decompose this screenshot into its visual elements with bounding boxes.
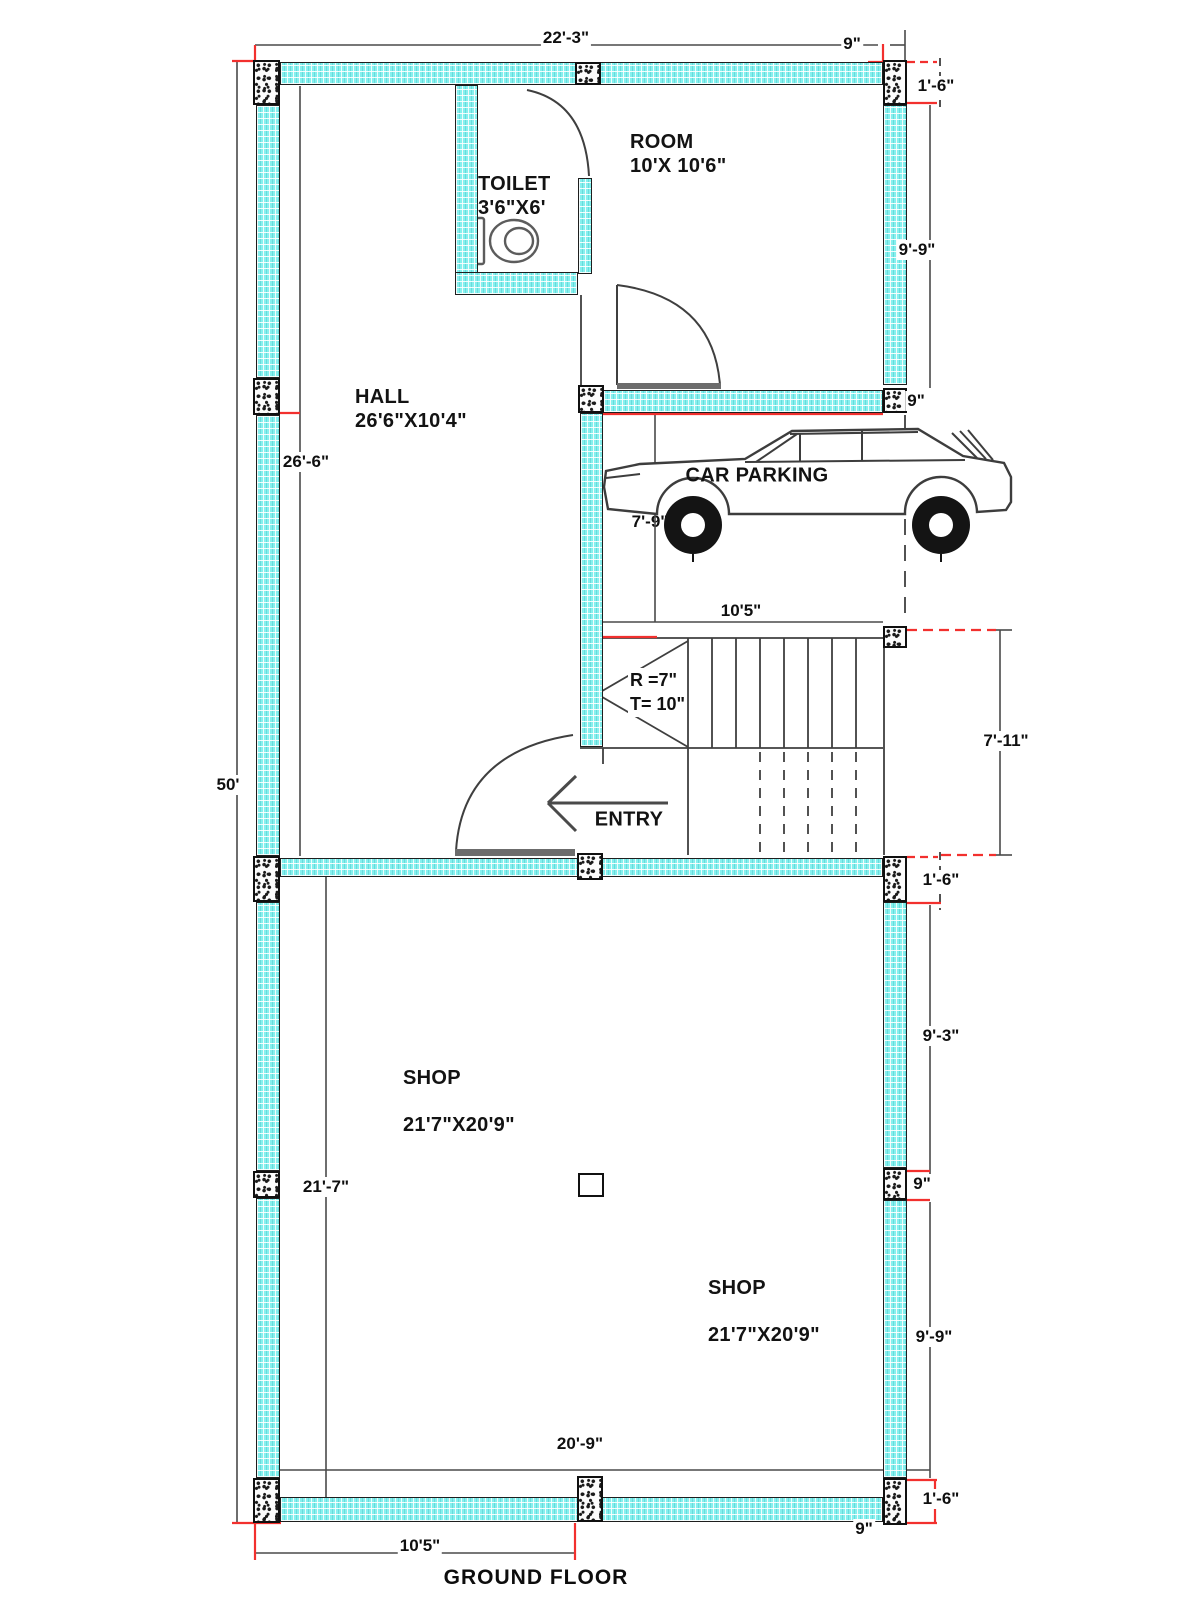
wall-left-hall <box>256 415 280 856</box>
area-label: ENTRY <box>594 808 664 831</box>
room-label: SHOP 21'7"X20'9" <box>708 1265 820 1359</box>
dimension-label: 7'-11" <box>981 731 1031 751</box>
room-name: ROOM <box>630 131 694 153</box>
car-icon <box>602 427 1013 562</box>
room-door-threshold <box>617 383 721 389</box>
shop-center-column <box>578 1173 604 1197</box>
column <box>578 385 604 413</box>
wall-toilet-right <box>578 178 592 274</box>
stair-riser-note: R =7" <box>628 668 680 693</box>
dimension-label: 21'-7" <box>300 1177 352 1197</box>
wall-toilet-left <box>455 85 478 295</box>
dimension-label: 9" <box>905 391 927 411</box>
room-name: TOILET <box>478 173 551 195</box>
dimension-label: 1'-6" <box>915 76 957 96</box>
column <box>883 1168 907 1200</box>
dimension-label: 1'-6" <box>920 870 962 890</box>
column <box>883 388 907 413</box>
column <box>253 378 280 415</box>
room-size: 21'7"X20'9" <box>708 1324 820 1346</box>
column <box>883 856 907 902</box>
wall-left-upper <box>256 105 280 378</box>
dimension-label: 9" <box>841 34 863 54</box>
wall-left-shop-lower <box>256 1198 280 1478</box>
room-size: 10'X 10'6" <box>630 154 727 177</box>
room-name: SHOP <box>708 1277 766 1299</box>
drawing-title: GROUND FLOOR <box>443 1566 629 1589</box>
dimension-label: 7'-9" <box>631 512 669 531</box>
lower-flight-dashed-risers <box>759 752 857 853</box>
wall-room-bottom <box>603 390 883 413</box>
partition-lines <box>580 295 885 855</box>
room-name: HALL <box>355 386 410 408</box>
dimension-label: 9'-9" <box>913 1327 955 1347</box>
dimension-label: 20'-9" <box>554 1434 606 1454</box>
column <box>883 60 907 105</box>
dimension-label: 10'5" <box>397 1536 443 1556</box>
wall-hall-stair-partition <box>580 413 603 747</box>
column <box>253 60 280 105</box>
dimension-label: 10'5" <box>718 601 764 621</box>
room-label: SHOP 21'7"X20'9" <box>403 1055 515 1149</box>
dimension-label: 1'-6" <box>920 1489 962 1509</box>
room-size: 3'6"X6' <box>478 196 546 219</box>
column <box>883 626 907 648</box>
room-size: 21'7"X20'9" <box>403 1114 515 1136</box>
column <box>253 856 280 902</box>
column <box>575 62 601 85</box>
entry-door-threshold <box>455 849 575 856</box>
stair-tread-note: T= 10" <box>628 692 688 717</box>
column <box>577 1476 603 1522</box>
dimension-label: 26'-6" <box>280 452 332 472</box>
red-dimension-accents <box>232 44 996 1560</box>
column <box>253 1171 280 1198</box>
room-name: SHOP <box>403 1067 461 1089</box>
wall-right-room <box>883 105 907 385</box>
dimension-label: 22'-3" <box>540 28 592 48</box>
dimension-label: 50' <box>214 775 242 795</box>
wall-right-shop-lower <box>883 1200 907 1478</box>
dimension-label: 9" <box>911 1174 933 1194</box>
dimension-label: 9" <box>853 1519 875 1539</box>
wall-right-shop-upper <box>883 902 907 1168</box>
dashed-boundaries <box>904 58 941 910</box>
room-size: 26'6"X10'4" <box>355 409 467 432</box>
area-label: CAR PARKING <box>685 464 829 487</box>
wall-toilet-bottom <box>455 272 578 295</box>
dimension-label: 9'-3" <box>920 1026 962 1046</box>
wall-left-shop-upper <box>256 902 280 1171</box>
column <box>883 1478 907 1525</box>
stair-note: R =7" T= 10" <box>628 668 688 717</box>
column <box>577 853 603 880</box>
column <box>253 1478 280 1523</box>
dimension-label: 9'-9" <box>896 240 938 260</box>
